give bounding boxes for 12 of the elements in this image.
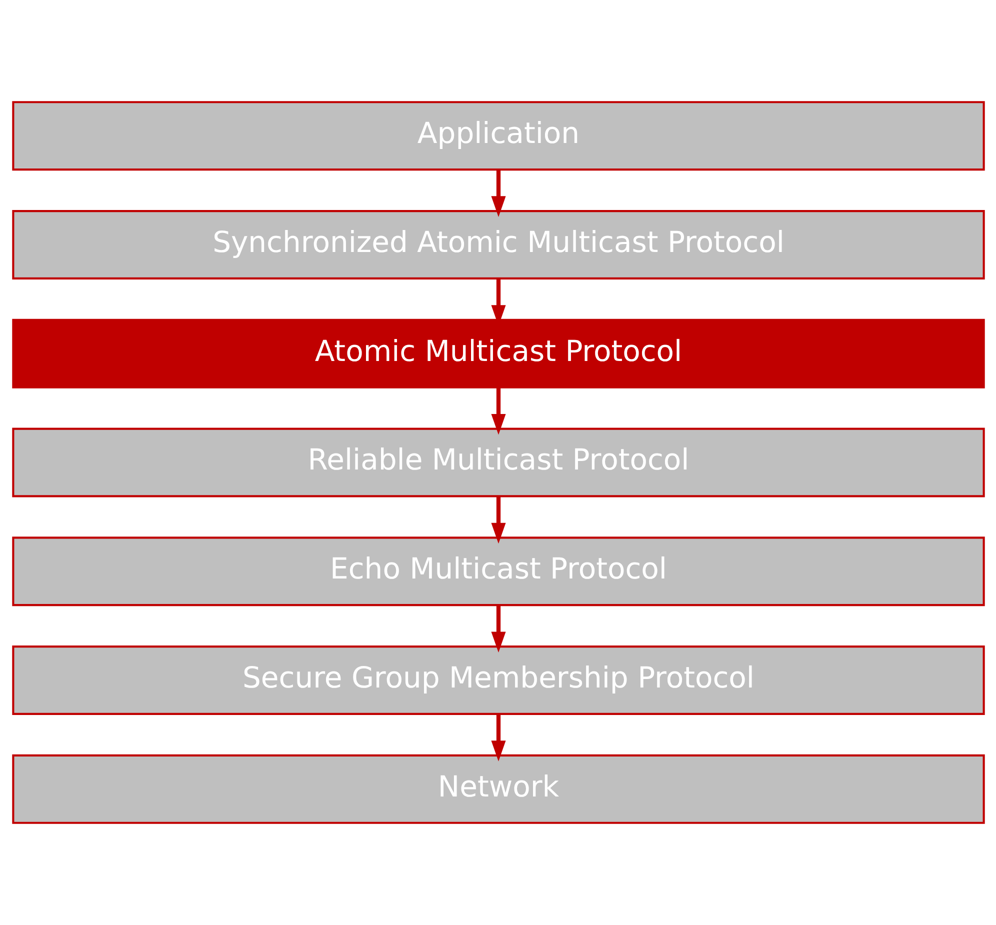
arrow bbox=[490, 714, 506, 762]
node-box: Echo Multicast Protocol bbox=[12, 536, 984, 606]
node-box: Synchronized Atomic Multicast Protocol bbox=[12, 210, 984, 280]
arrow bbox=[490, 605, 506, 653]
node-box: Application bbox=[12, 101, 984, 171]
arrow bbox=[490, 496, 506, 544]
node-box: Network bbox=[12, 754, 984, 824]
arrow bbox=[490, 388, 506, 435]
arrow bbox=[490, 170, 506, 217]
node-box: Atomic Multicast Protocol bbox=[12, 318, 984, 388]
node-box: Reliable Multicast Protocol bbox=[12, 428, 984, 498]
node-box: Secure Group Membership Protocol bbox=[12, 646, 984, 715]
